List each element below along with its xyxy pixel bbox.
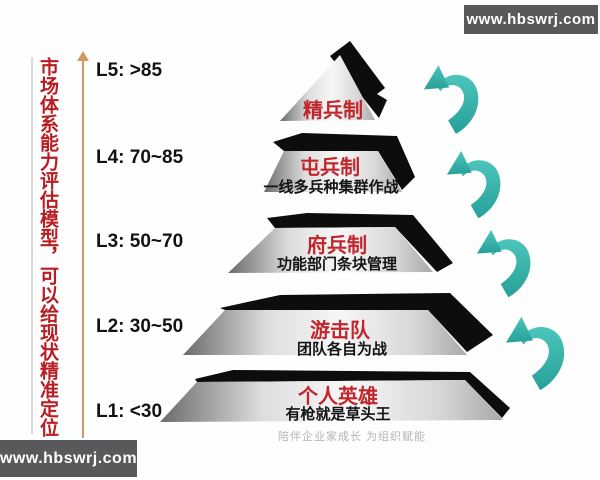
up-arrow-icon bbox=[77, 51, 89, 61]
cycle-arrow-icon bbox=[476, 224, 533, 306]
cycle-arrow-icon bbox=[423, 62, 481, 140]
level-2-subtitle: 团队各自为战 bbox=[296, 341, 388, 358]
level-1-title: 个人英雄 bbox=[298, 386, 378, 408]
level-4-title: 屯兵制 bbox=[300, 157, 360, 179]
axis-label-l5: L5: >85 bbox=[96, 60, 163, 81]
pyramid-level-1-shape bbox=[160, 370, 510, 422]
axis-vertical-title: 市场体系能力评估模型，可以给现状精准定位 bbox=[37, 57, 58, 437]
pyramid-level-3-shape bbox=[228, 213, 453, 273]
level-1-subtitle: 有枪就是草头王 bbox=[285, 406, 391, 423]
pyramid-level-5-shape bbox=[280, 41, 387, 121]
up-arrow-line bbox=[82, 60, 84, 438]
level-3-title: 府兵制 bbox=[307, 235, 367, 257]
watermark-bottom-left: www.hbswrj.com bbox=[0, 440, 137, 477]
cycle-arrow-icon bbox=[505, 312, 567, 398]
level-2-title: 游击队 bbox=[310, 320, 370, 342]
axis-label-l3: L3: 50~70 bbox=[96, 231, 184, 252]
level-3-subtitle: 功能部门条块管理 bbox=[276, 256, 398, 273]
cycle-arrow-icon bbox=[446, 148, 503, 224]
pyramid-level-4-shape bbox=[264, 133, 415, 192]
footer-caption: 陪伴企业家成长 为组织赋能 bbox=[277, 431, 427, 443]
level-5-title: 精兵制 bbox=[303, 100, 363, 122]
axis-label-l1: L1: <30 bbox=[96, 401, 163, 422]
watermark-top-right: www.hbswrj.com bbox=[464, 5, 598, 34]
level-4-subtitle: 一线多兵种集群作战 bbox=[263, 179, 399, 196]
axis-divider-line bbox=[31, 57, 33, 434]
axis-label-l4: L4: 70~85 bbox=[96, 147, 184, 168]
axis-label-l2: L2: 30~50 bbox=[96, 316, 184, 337]
pyramid-level-2-shape bbox=[183, 293, 493, 355]
